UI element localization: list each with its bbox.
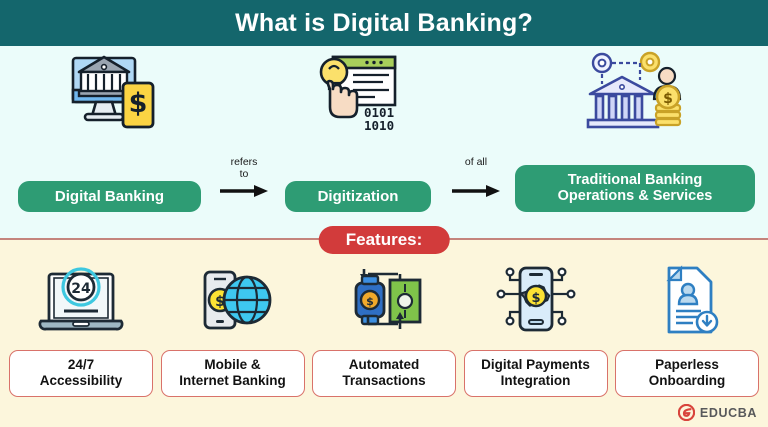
feature-line2: Onboarding xyxy=(648,372,726,388)
flow-pill-digital-banking: Digital Banking xyxy=(18,180,201,212)
connector-label-line2: to xyxy=(239,167,249,180)
feature-line2: Transactions xyxy=(342,372,426,388)
feature-line1: Automated xyxy=(348,356,420,372)
document-person-download-icon xyxy=(641,262,733,340)
laptop-24-hour-clock-icon: 24 xyxy=(35,262,127,340)
flow-pill-line1: Traditional Banking xyxy=(567,171,703,188)
feature-line2: Accessibility xyxy=(39,372,123,388)
definition-flow: $ Digital Banking refers to xyxy=(0,46,768,239)
flow-step-digital-banking: $ Digital Banking xyxy=(18,46,201,239)
digitization-browser-bulb-hand-icon: 0101 1010 xyxy=(303,50,413,136)
phone-gear-circuit-icon: $ xyxy=(490,262,582,340)
features-banner-label: Features: xyxy=(345,230,423,249)
header-bar: What is Digital Banking? xyxy=(0,0,768,46)
svg-text:1010: 1010 xyxy=(364,118,394,133)
educba-logo[interactable]: EDUCBA xyxy=(677,404,757,421)
feature-line1: Mobile & xyxy=(204,356,261,372)
feature-line1: Paperless xyxy=(655,356,719,372)
features-banner: Features: xyxy=(318,226,450,254)
feature-card-mobile-internet-banking[interactable]: $ Mobile &Internet Banking xyxy=(160,262,305,397)
svg-text:$: $ xyxy=(663,91,673,107)
connector-label-line1: refers xyxy=(230,155,258,168)
bank-on-monitor-with-phone-icon: $ xyxy=(55,50,165,136)
feature-line2: Integration xyxy=(500,372,571,388)
flow-step-digitization: 0101 1010 Digitization xyxy=(285,46,431,239)
right-arrow-icon xyxy=(452,185,500,197)
flow-pill-line2: Operations & Services xyxy=(557,188,713,205)
svg-text:$: $ xyxy=(366,295,374,308)
educba-e-icon xyxy=(677,404,695,421)
clock-badge-24: 24 xyxy=(71,281,91,297)
flow-pill-digitization: Digitization xyxy=(285,180,431,212)
feature-line2: Internet Banking xyxy=(179,372,286,388)
connector-label-line1: of all xyxy=(464,155,488,168)
page-title: What is Digital Banking? xyxy=(235,8,533,37)
svg-text:$: $ xyxy=(531,291,540,306)
connector-of-all: of all xyxy=(437,155,515,199)
educba-logo-text: EDUCBA xyxy=(699,405,757,420)
svg-text:$: $ xyxy=(128,88,147,119)
feature-line1: Digital Payments xyxy=(481,356,590,372)
feature-line1: 24/7 xyxy=(67,356,95,372)
bank-gears-person-coins-icon: $ xyxy=(574,50,696,136)
svg-text:$: $ xyxy=(215,294,225,310)
smartwatch-banknote-cycle-icon: $ xyxy=(338,262,430,340)
connector-refers-to: refers to xyxy=(205,155,283,199)
definition-section: $ Digital Banking refers to xyxy=(0,46,768,239)
phone-globe-icon: $ xyxy=(187,262,279,340)
feature-label-mobile-internet-banking: Mobile &Internet Banking xyxy=(160,349,305,397)
right-arrow-icon xyxy=(220,185,268,197)
svg-text:0101: 0101 xyxy=(364,105,394,120)
